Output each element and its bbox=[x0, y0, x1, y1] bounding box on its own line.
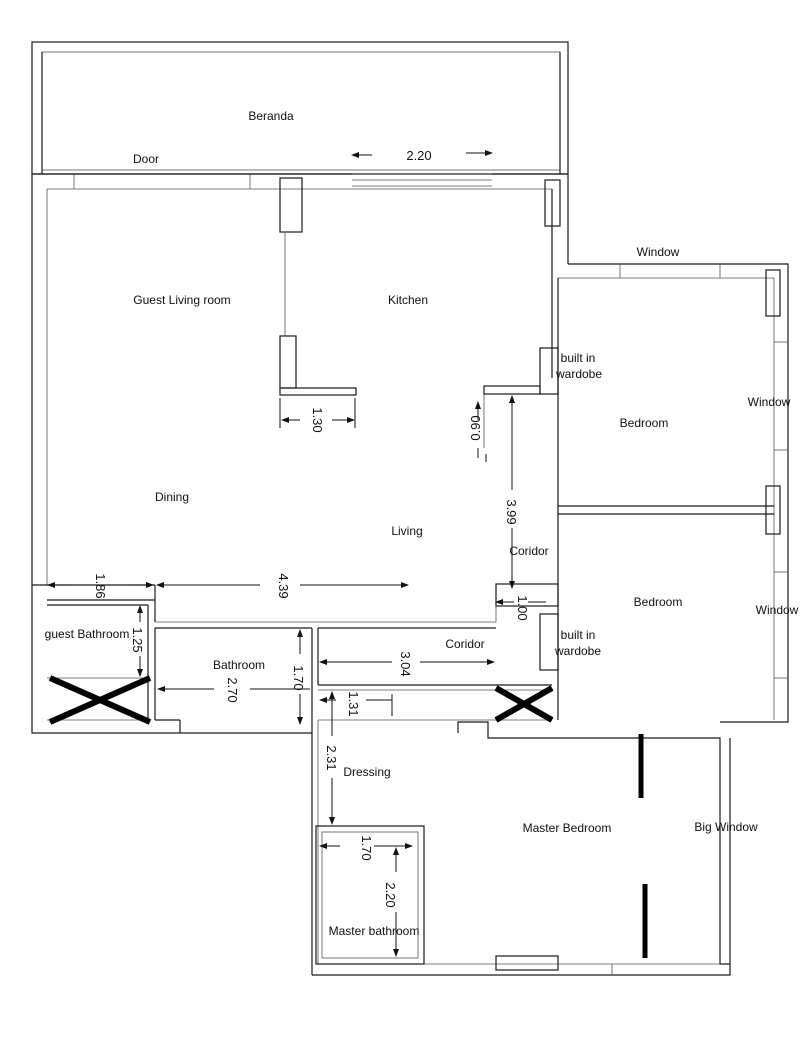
dim-master-bath-width: 1.70 bbox=[359, 835, 374, 860]
label-dining: Dining bbox=[155, 490, 189, 504]
dim-coridor-width: 3.04 bbox=[398, 651, 413, 676]
dim-master-bath-height: 2.20 bbox=[383, 882, 398, 907]
label-master-bedroom: Master Bedroom bbox=[523, 821, 612, 835]
dimension-labels: 2.20 1.30 0.90 3.99 1.86 4.39 1.00 1.25 … bbox=[93, 148, 530, 908]
label-bedroom-1: Bedroom bbox=[620, 416, 669, 430]
label-dressing: Dressing bbox=[343, 765, 390, 779]
label-beranda: Beranda bbox=[248, 109, 294, 123]
label-coridor-2: Coridor bbox=[445, 637, 484, 651]
label-door: Door bbox=[133, 152, 159, 166]
label-wardrobe-bottom-line2: wardobe bbox=[554, 644, 601, 658]
dim-dressing-width: 1.31 bbox=[346, 691, 361, 716]
door-markers bbox=[638, 734, 648, 958]
label-wardrobe-bottom-line1: built in bbox=[561, 628, 596, 642]
label-window-right-1: Window bbox=[748, 395, 791, 409]
label-big-window: Big Window bbox=[694, 820, 758, 834]
label-wardrobe-top-line2: wardobe bbox=[555, 367, 602, 381]
label-window-top: Window bbox=[637, 245, 680, 259]
label-master-bathroom: Master bathroom bbox=[329, 924, 420, 938]
label-kitchen: Kitchen bbox=[388, 293, 428, 307]
label-window-right-2: Window bbox=[756, 603, 799, 617]
walls bbox=[31, 41, 789, 976]
dimension-lines bbox=[47, 150, 546, 957]
dim-corridor-gap: 1.00 bbox=[515, 595, 530, 620]
room-labels: Beranda Door Guest Living room Kitchen W… bbox=[45, 109, 799, 938]
label-wardrobe-top-line1: built in bbox=[561, 351, 596, 365]
label-living: Living bbox=[391, 524, 422, 538]
dim-dressing-height: 2.31 bbox=[324, 745, 339, 770]
label-bedroom-2: Bedroom bbox=[634, 595, 683, 609]
dim-dining-width: 1.86 bbox=[93, 573, 108, 598]
dim-beranda-width: 2.20 bbox=[406, 148, 431, 163]
dim-corridor-door: 0.90 bbox=[468, 415, 483, 440]
label-bathroom: Bathroom bbox=[213, 658, 265, 672]
dim-kitchen-counter: 1.30 bbox=[310, 407, 325, 432]
dim-bathroom-width: 2.70 bbox=[225, 677, 240, 702]
label-coridor-1: Coridor bbox=[509, 544, 548, 558]
dim-corridor-length: 3.99 bbox=[504, 499, 519, 524]
label-guest-living-room: Guest Living room bbox=[133, 293, 230, 307]
dim-bathroom-height: 1.70 bbox=[291, 665, 306, 690]
cross-markers bbox=[48, 675, 554, 725]
dim-guest-bath-height: 1.25 bbox=[130, 627, 145, 652]
label-guest-bathroom: guest Bathroom bbox=[45, 627, 130, 641]
dim-living-width: 4.39 bbox=[276, 573, 291, 598]
